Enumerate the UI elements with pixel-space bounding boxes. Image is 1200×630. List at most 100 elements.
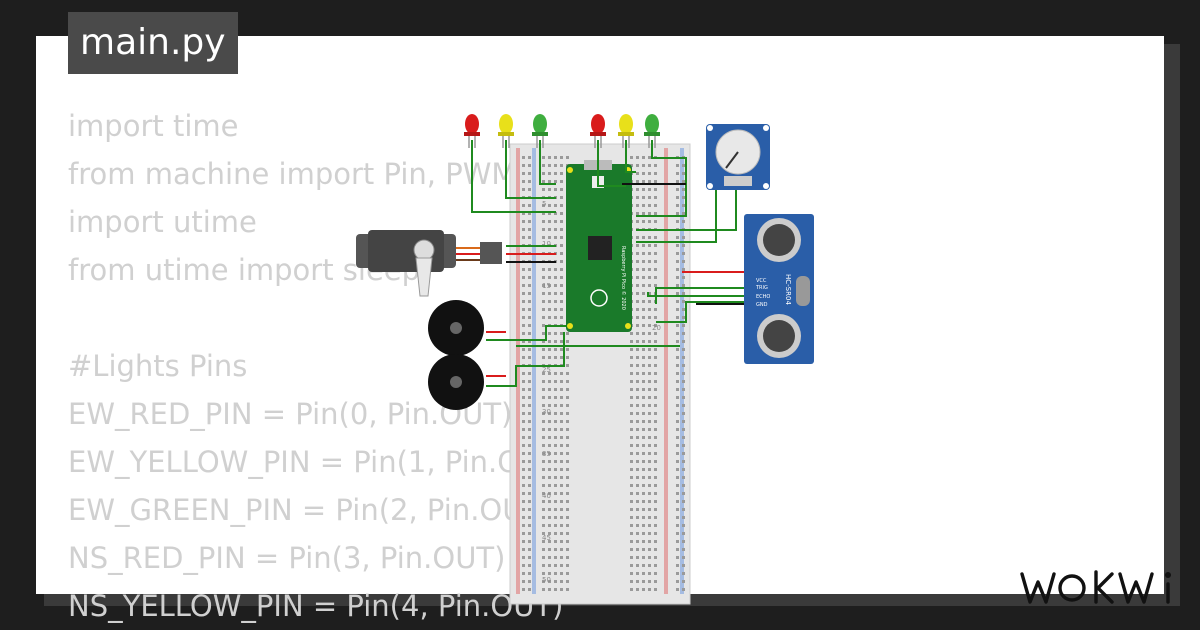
breadboard-hole (648, 556, 651, 559)
breadboard-hole (566, 460, 569, 463)
breadboard-hole (654, 404, 657, 407)
breadboard-hole (554, 236, 557, 239)
breadboard-hole (676, 548, 679, 551)
breadboard-hole (654, 508, 657, 511)
breadboard-hole (554, 428, 557, 431)
breadboard-hole (548, 532, 551, 535)
breadboard-hole (522, 348, 525, 351)
breadboard-hole (528, 316, 531, 319)
breadboard-hole (642, 420, 645, 423)
breadboard-hole (560, 532, 563, 535)
breadboard-hole (676, 188, 679, 191)
breadboard-hole (682, 268, 685, 271)
breadboard-hole (654, 540, 657, 543)
breadboard-hole (548, 572, 551, 575)
code-line: NS_YELLOW_PIN = Pin(4, Pin.OUT) (68, 589, 564, 623)
breadboard-hole (542, 492, 545, 495)
breadboard-hole (560, 244, 563, 247)
breadboard-hole (560, 236, 563, 239)
breadboard-hole (554, 524, 557, 527)
breadboard-hole (528, 356, 531, 359)
breadboard-hole (528, 524, 531, 527)
breadboard-hole (654, 460, 657, 463)
breadboard-hole (548, 468, 551, 471)
breadboard-hole (682, 460, 685, 463)
breadboard-hole (560, 316, 563, 319)
breadboard-hole (648, 428, 651, 431)
breadboard-hole (654, 284, 657, 287)
breadboard-hole (528, 228, 531, 231)
breadboard-hole (522, 516, 525, 519)
breadboard-hole (560, 396, 563, 399)
breadboard-hole (542, 508, 545, 511)
breadboard-hole (636, 300, 639, 303)
breadboard-hole (636, 284, 639, 287)
wokwi-logo (1020, 570, 1171, 604)
breadboard-hole (636, 276, 639, 279)
breadboard-hole (554, 292, 557, 295)
pico-label: Raspberry Pi Pico © 2020 (620, 246, 627, 310)
breadboard-hole (682, 396, 685, 399)
breadboard-hole (654, 572, 657, 575)
ultrasonic-sensor: HC-SR04 VCC TRIG ECHO GND (744, 214, 814, 364)
breadboard-hole (654, 372, 657, 375)
breadboard-hole (654, 236, 657, 239)
breadboard-hole (528, 164, 531, 167)
breadboard-hole (566, 580, 569, 583)
breadboard-hole (636, 564, 639, 567)
breadboard-hole (528, 428, 531, 431)
breadboard-hole (676, 508, 679, 511)
breadboard-hole (642, 236, 645, 239)
breadboard-hole (648, 500, 651, 503)
breadboard-hole (554, 300, 557, 303)
breadboard-hole (548, 508, 551, 511)
breadboard-hole (648, 156, 651, 159)
breadboard-hole (642, 156, 645, 159)
breadboard-hole (648, 524, 651, 527)
breadboard-hole (548, 276, 551, 279)
breadboard-hole (554, 412, 557, 415)
breadboard-hole (542, 428, 545, 431)
breadboard-hole (554, 380, 557, 383)
breadboard-hole (682, 380, 685, 383)
breadboard-hole (522, 188, 525, 191)
breadboard-hole (554, 492, 557, 495)
breadboard-hole (636, 340, 639, 343)
breadboard-hole (654, 500, 657, 503)
breadboard-hole (630, 492, 633, 495)
breadboard-hole (648, 564, 651, 567)
breadboard-hole (654, 428, 657, 431)
breadboard-hole (560, 300, 563, 303)
pico-board: Raspberry Pi Pico © 2020 (566, 160, 632, 332)
breadboard-hole (528, 268, 531, 271)
breadboard-hole (642, 548, 645, 551)
breadboard-hole (630, 412, 633, 415)
breadboard-hole (676, 172, 679, 175)
breadboard-hole (542, 268, 545, 271)
breadboard-hole (648, 188, 651, 191)
breadboard-hole (630, 476, 633, 479)
breadboard-hole (548, 548, 551, 551)
breadboard-hole (642, 364, 645, 367)
led-yellow (618, 114, 634, 148)
breadboard-hole (676, 180, 679, 183)
breadboard-hole (566, 548, 569, 551)
breadboard-hole (682, 212, 685, 215)
breadboard-hole (542, 436, 545, 439)
breadboard-hole (566, 396, 569, 399)
breadboard-hole (560, 460, 563, 463)
breadboard-hole (528, 468, 531, 471)
breadboard-hole (522, 396, 525, 399)
breadboard-hole (560, 428, 563, 431)
breadboard-hole (642, 580, 645, 583)
row-label: 20 (652, 324, 661, 332)
breadboard-hole (636, 316, 639, 319)
row-label: 25 (542, 366, 551, 374)
breadboard-hole (548, 164, 551, 167)
breadboard-hole (542, 236, 545, 239)
breadboard-hole (676, 412, 679, 415)
breadboard-hole (648, 340, 651, 343)
breadboard-hole (566, 372, 569, 375)
breadboard-hole (676, 516, 679, 519)
servo-motor (356, 230, 502, 297)
